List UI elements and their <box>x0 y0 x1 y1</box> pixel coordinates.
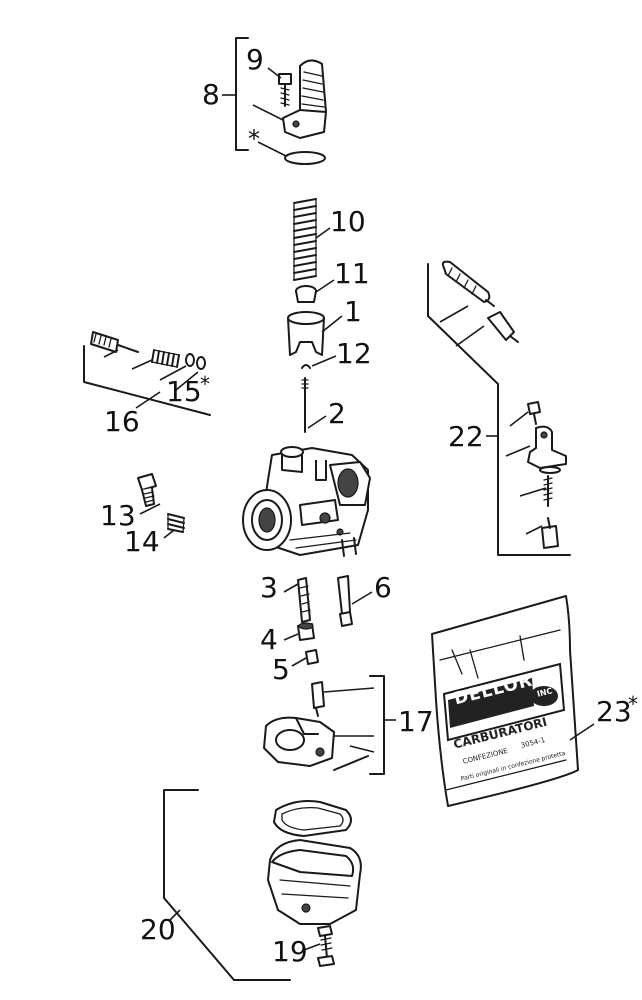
part-14-spring <box>163 513 185 539</box>
group-20 <box>163 789 362 981</box>
part-8-choke-lever <box>252 59 327 139</box>
asterisk-15: * <box>200 372 210 396</box>
callout-17: 17 <box>398 705 434 738</box>
group-16 <box>83 331 211 416</box>
callout-12: 12 <box>336 337 372 370</box>
callout-23: 23 <box>596 695 632 728</box>
carburetor-body <box>242 446 371 557</box>
part-12-clip <box>301 355 337 369</box>
callout-2: 2 <box>328 397 346 430</box>
part-4-main-jet <box>283 622 315 641</box>
callout-14: 14 <box>124 525 160 558</box>
callout-10: 10 <box>330 205 366 238</box>
part-6-jet <box>337 575 373 627</box>
callout-8: 8 <box>202 78 220 111</box>
callout-6: 6 <box>374 571 392 604</box>
callout-4: 4 <box>260 623 278 656</box>
callout-19: 19 <box>272 935 308 968</box>
callout-11: 11 <box>334 257 370 290</box>
group-17 <box>263 675 396 775</box>
callout-9: 9 <box>246 43 264 76</box>
part-5-idle-jet <box>291 649 319 667</box>
part-23-bag <box>431 595 595 807</box>
asterisk-8-oring: * <box>248 125 260 153</box>
part-10-spring <box>293 198 331 281</box>
part-oring-top <box>257 141 326 165</box>
asterisk-23: * <box>628 692 638 716</box>
callout-13: 13 <box>100 499 136 532</box>
callout-5: 5 <box>272 653 290 686</box>
part-2-needle <box>301 377 327 433</box>
part-3-emulsion-tube <box>283 577 311 623</box>
bracket-8 <box>222 37 249 151</box>
part-11-retainer <box>295 279 335 303</box>
part-9-screw <box>267 67 292 107</box>
group-22 <box>427 260 571 556</box>
callout-16: 16 <box>104 405 140 438</box>
callout-20: 20 <box>140 913 176 946</box>
callout-22: 22 <box>448 420 484 453</box>
part-1-throttle-valve <box>287 311 343 356</box>
callout-1: 1 <box>344 295 362 328</box>
part-13-screw <box>137 473 161 515</box>
part-19-screw <box>303 925 335 967</box>
callout-3: 3 <box>260 571 278 604</box>
callout-15: 15 <box>166 375 202 408</box>
